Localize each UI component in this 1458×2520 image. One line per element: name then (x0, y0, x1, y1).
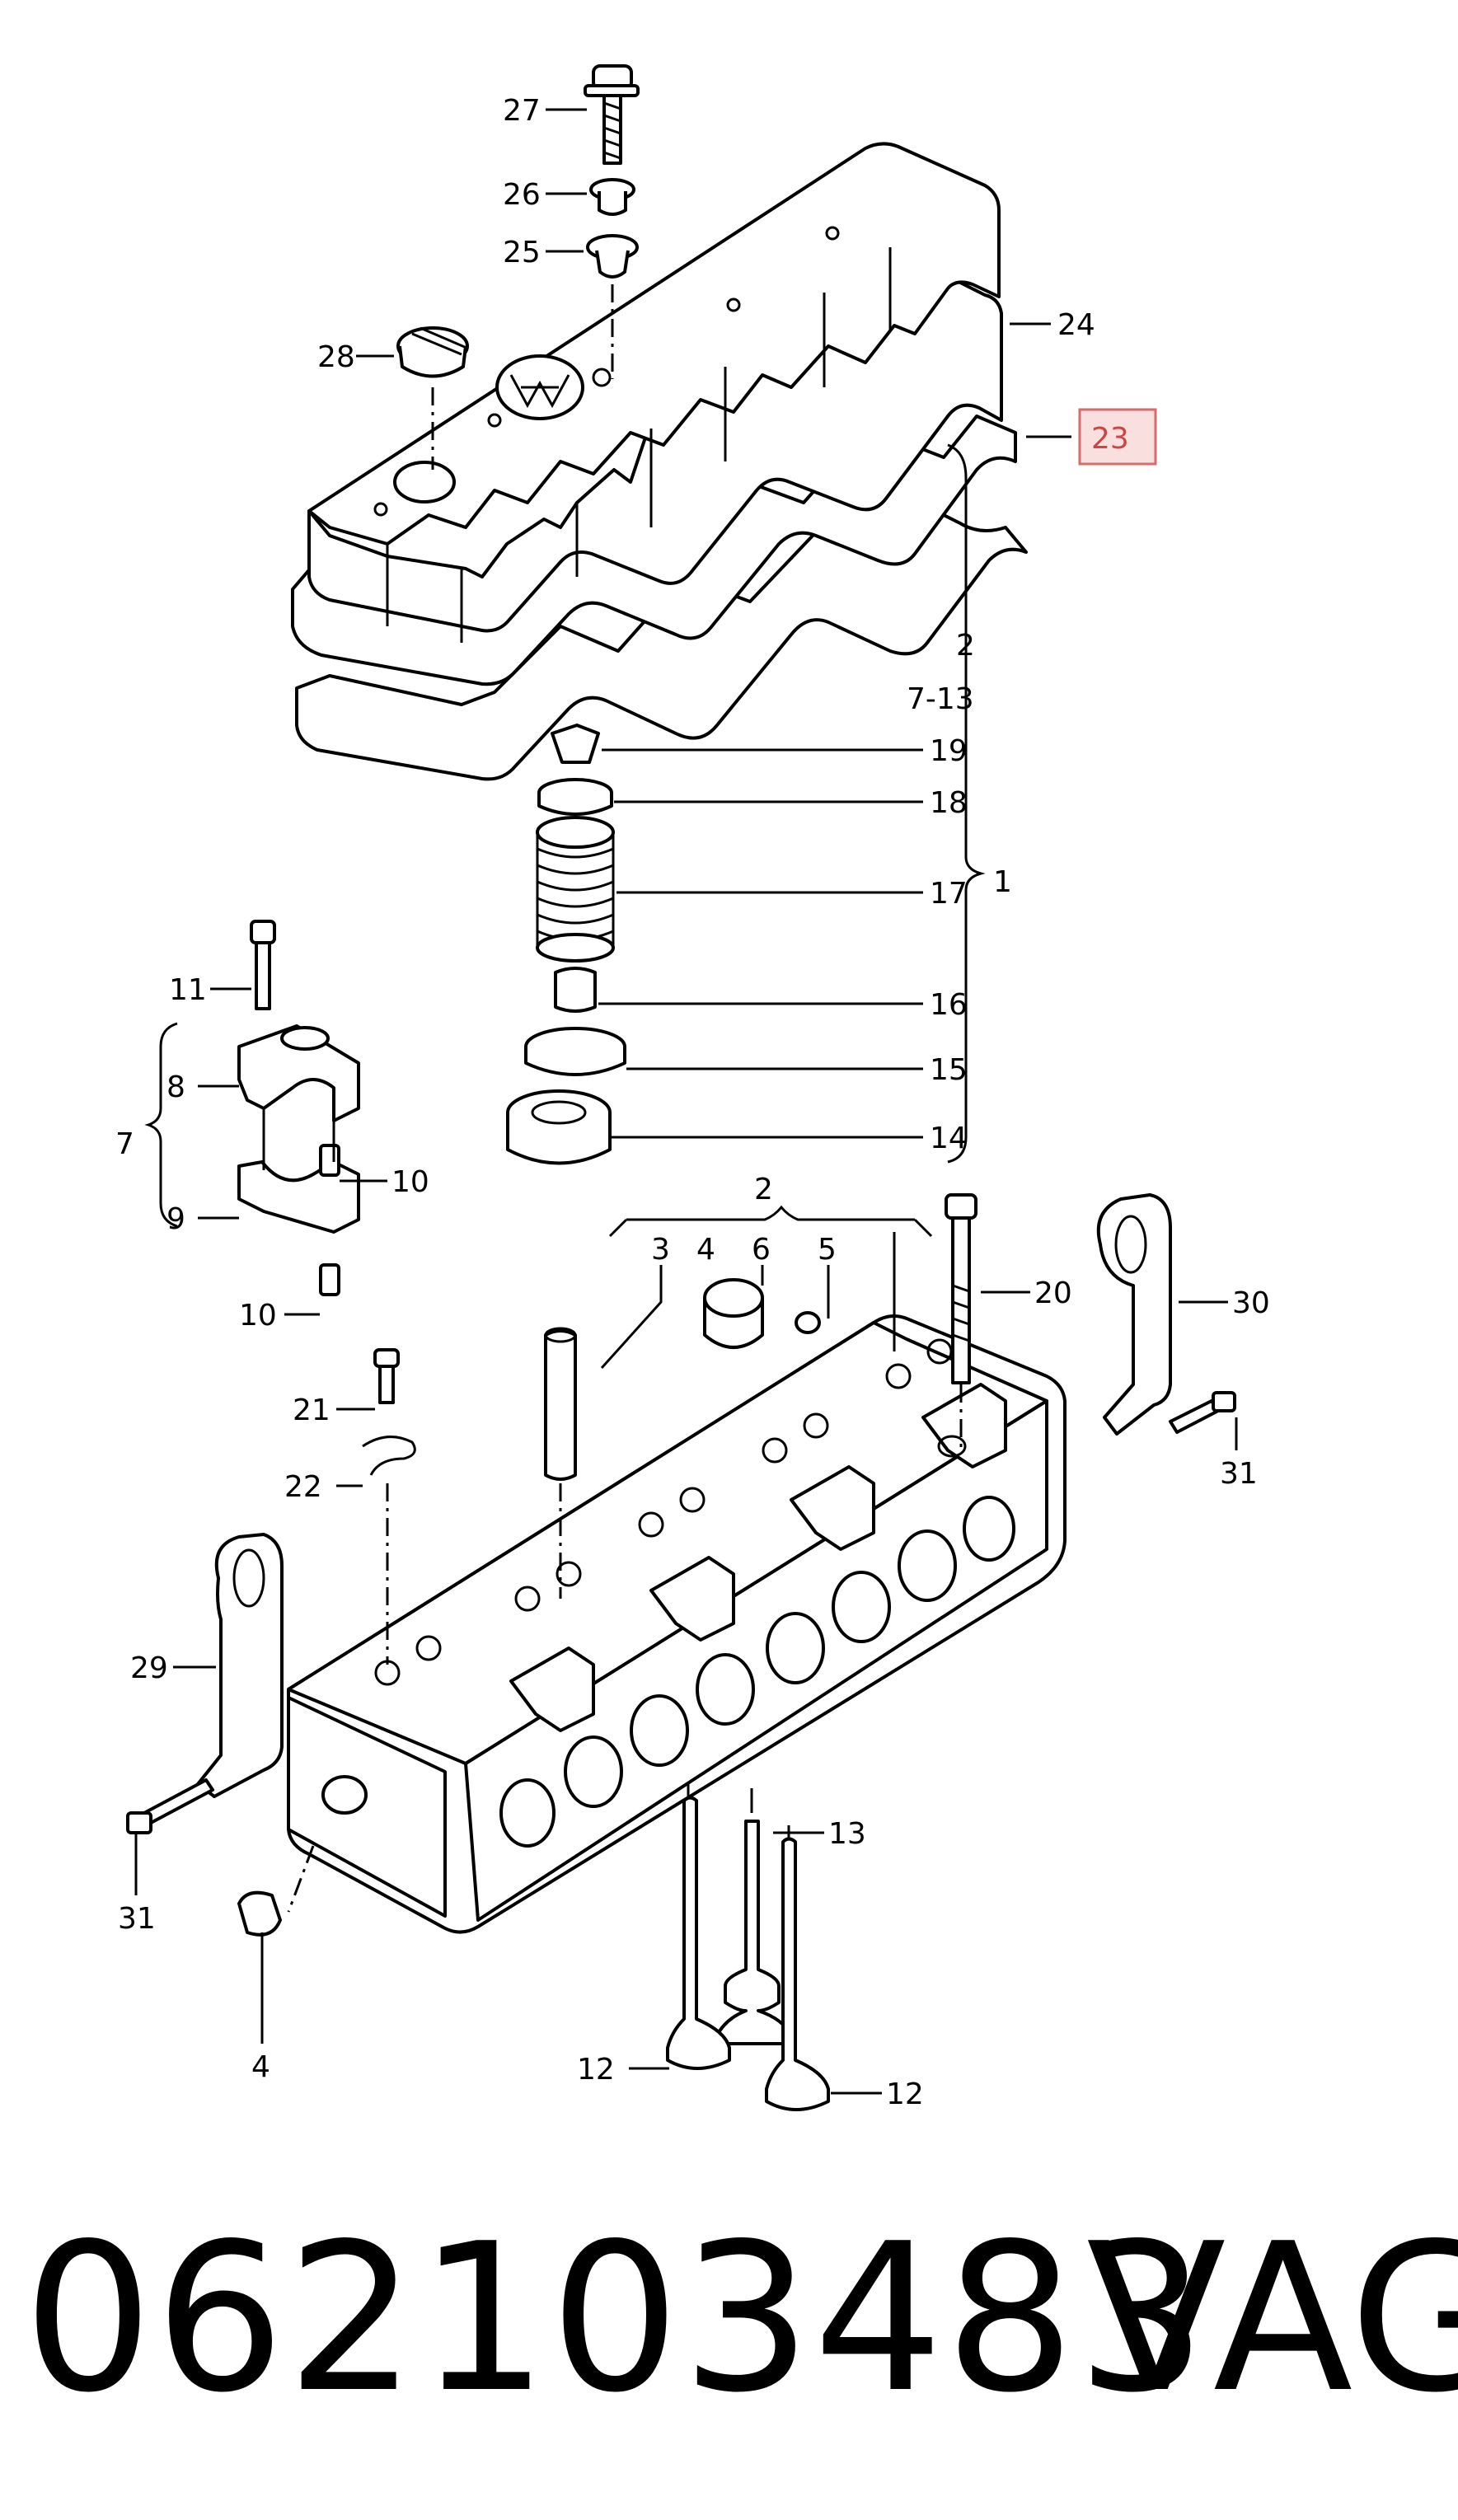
callout-5[interactable]: 5 (818, 1233, 837, 1267)
callout-23[interactable]: 23 (1091, 422, 1129, 456)
cylinder-head (287, 1314, 1067, 1934)
callout-7[interactable]: 7 (115, 1127, 134, 1161)
callout-25[interactable]: 25 (503, 236, 541, 269)
callout-3[interactable]: 3 (651, 1233, 670, 1267)
callout-27[interactable]: 27 (503, 94, 541, 128)
callout-8[interactable]: 8 (166, 1070, 185, 1104)
callout-6[interactable]: 6 (752, 1233, 771, 1267)
bearing-cap-group (237, 920, 360, 1296)
callout-20[interactable]: 20 (1034, 1276, 1072, 1310)
callout-29[interactable]: 29 (130, 1651, 168, 1685)
callout-15[interactable]: 15 (930, 1053, 968, 1087)
head-bolt (945, 1193, 977, 1450)
callout-24[interactable]: 24 (1057, 308, 1095, 342)
callout-7-13[interactable]: 7-13 (907, 682, 974, 716)
callout-16[interactable]: 16 (930, 988, 968, 1022)
callout-4-upper[interactable]: 4 (696, 1233, 715, 1267)
callout-13[interactable]: 13 (828, 1817, 866, 1851)
highlight-box-23 (1078, 408, 1157, 466)
callout-14[interactable]: 14 (930, 1122, 968, 1155)
callout-11[interactable]: 11 (169, 973, 207, 1007)
lifting-bracket-left (196, 1533, 284, 1798)
callout-10-upper[interactable]: 10 (391, 1165, 429, 1199)
callout-2-lower[interactable]: 2 (754, 1173, 773, 1206)
group-brace-1 (947, 443, 986, 1164)
callout-2-upper[interactable]: 2 (956, 629, 975, 663)
exploded-parts-diagram: 27 26 25 28 24 23 2 7-13 19 18 17 1 16 1… (115, 64, 1270, 2111)
valve-spring-stack (506, 724, 626, 1165)
valve-cover (291, 142, 1028, 781)
callout-22[interactable]: 22 (284, 1470, 322, 1504)
part-number: 062103483 (23, 2200, 1209, 2438)
callout-28[interactable]: 28 (317, 340, 355, 374)
callout-19[interactable]: 19 (930, 734, 968, 768)
callout-26[interactable]: 26 (503, 178, 541, 212)
callout-31-left[interactable]: 31 (118, 1902, 156, 1936)
callout-10-lower[interactable]: 10 (239, 1299, 277, 1333)
callout-18[interactable]: 18 (930, 786, 968, 820)
callout-21[interactable]: 21 (293, 1393, 331, 1427)
callout-31-right[interactable]: 31 (1220, 1457, 1258, 1491)
callout-4-lower[interactable]: 4 (251, 2050, 270, 2084)
callout-1[interactable]: 1 (993, 865, 1012, 899)
lifting-bracket-right (1096, 1193, 1172, 1436)
callout-12-right[interactable]: 12 (886, 2077, 924, 2111)
cover-bolt-stack (396, 64, 640, 470)
leader-lines (134, 108, 1238, 2095)
callout-17[interactable]: 17 (930, 877, 968, 911)
brand-name: VAG (1086, 2200, 1458, 2438)
callout-30[interactable]: 30 (1232, 1286, 1270, 1320)
callout-12-left[interactable]: 12 (577, 2053, 615, 2087)
callout-9[interactable]: 9 (166, 1202, 185, 1236)
callout-labels: 27 26 25 28 24 23 2 7-13 19 18 17 1 16 1… (115, 94, 1270, 2111)
valve-guide (544, 1329, 577, 1481)
group-brace-7 (144, 1022, 178, 1228)
valves (666, 1784, 830, 2111)
